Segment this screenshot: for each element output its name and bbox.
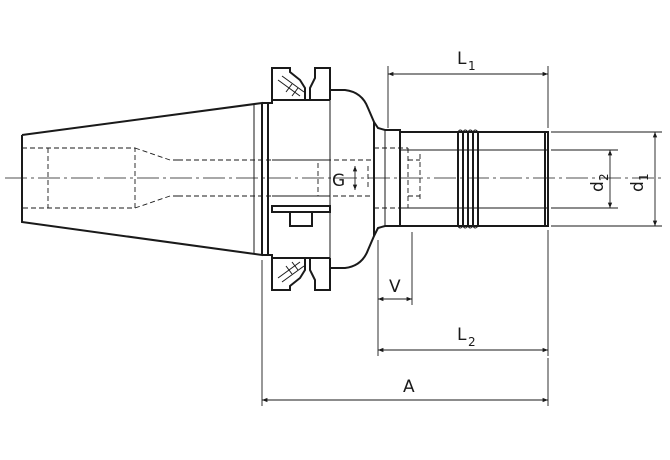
dimension-d1: d 1 bbox=[551, 131, 662, 227]
shank bbox=[400, 129, 549, 229]
dimension-V: V bbox=[377, 232, 413, 356]
thread-G: G bbox=[317, 159, 375, 197]
flange bbox=[262, 67, 375, 291]
dimension-L2: L 2 bbox=[378, 230, 549, 356]
taper-cone bbox=[21, 101, 320, 257]
label-d2: d bbox=[588, 181, 608, 192]
dimension-L1: L 1 bbox=[387, 49, 549, 128]
label-d2-sub: 2 bbox=[597, 173, 611, 181]
neck bbox=[373, 121, 421, 237]
label-L1-sub: 1 bbox=[468, 59, 476, 73]
label-L1: L bbox=[457, 49, 467, 69]
label-d1-sub: 1 bbox=[637, 173, 651, 181]
dimension-d2: d 2 bbox=[551, 149, 618, 209]
dimension-A: A bbox=[261, 260, 549, 406]
label-A: A bbox=[403, 377, 415, 397]
label-d1: d bbox=[628, 181, 648, 192]
label-L2: L bbox=[457, 325, 467, 345]
label-L2-sub: 2 bbox=[468, 335, 476, 349]
label-G: G bbox=[332, 171, 345, 191]
label-V: V bbox=[389, 277, 401, 297]
